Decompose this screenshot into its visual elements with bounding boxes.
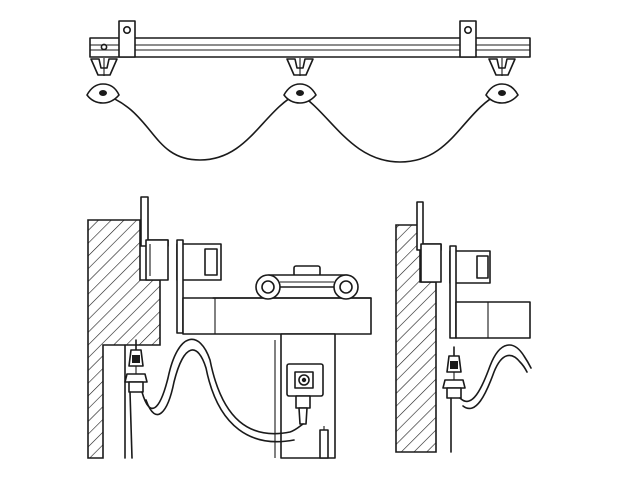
detail-right: [395, 201, 532, 453]
cable-left: [129, 391, 133, 459]
cable-trolley-2: [283, 58, 317, 104]
plug-left: [319, 426, 329, 459]
top-rail-assembly: [86, 20, 531, 163]
cable-trolley-3: [485, 58, 519, 104]
festoon-cable-left: [141, 338, 304, 435]
end-roller-right: [449, 245, 491, 339]
detail-left: [87, 196, 372, 459]
rail-mounting-bracket-right: [459, 20, 477, 58]
end-roller-left: [176, 239, 222, 334]
track-rail: [89, 37, 531, 58]
socket-box-left: [286, 363, 324, 425]
i-beam-left: [182, 297, 372, 335]
festoon-cable-left-outer: [145, 349, 295, 443]
festoon-cable-right-outer: [462, 354, 528, 410]
wall-bracket-right: [416, 201, 442, 283]
hatched-wall-left: [87, 219, 161, 459]
wall-bracket-left: [140, 196, 169, 281]
i-beam-right: [455, 301, 531, 339]
festoon-cable-right: [459, 344, 532, 403]
rail-mounting-bracket-left: [118, 20, 136, 58]
cable-clamp-left: [124, 339, 148, 393]
cable-trolley-1: [86, 58, 120, 104]
cable-clamp-right: [442, 346, 466, 399]
cable-trolley-top-left: [255, 265, 359, 300]
